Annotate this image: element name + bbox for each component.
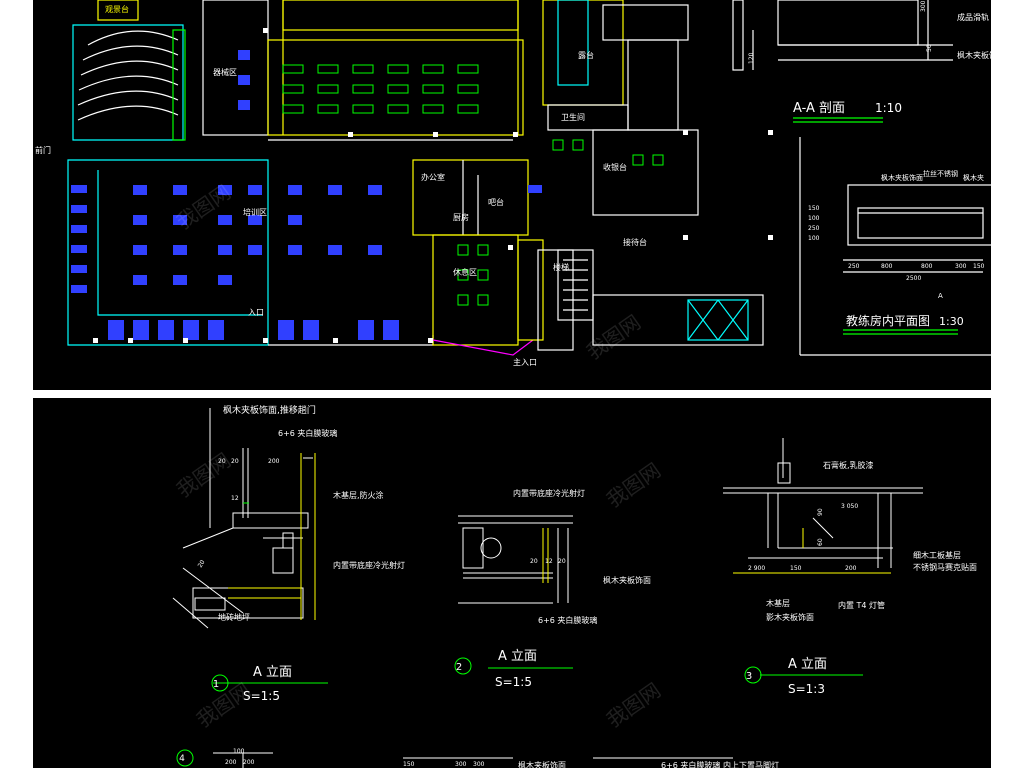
d4-label-1: 6+6 夹白膜玻璃 内上下置马脚灯 [661,760,779,768]
section-label-1: 枫木夹板饰面 [957,50,991,60]
d1-label-0: 枫木夹板饰面,推移趟门 [223,404,316,416]
d2-scale: S=1:5 [495,675,532,689]
plan-label-counter: 收银台 [603,162,627,172]
d1-dim-2: 200 [268,458,280,465]
d2-label-0: 内置带底座冷光射灯 [513,488,585,498]
section-dim-1: 50 [926,44,933,52]
small-dim-3: 300 [955,263,967,270]
plan-label-kitchen: 厨房 [453,212,469,222]
plan-label-training: 培训区 [243,207,267,217]
d1-dim-4: 20 [197,559,207,569]
section-title: A-A 剖面 [793,101,845,116]
watermark-4: 我图网 [602,458,665,512]
small-plan-title: 教练房内平面图 [846,313,930,328]
d4-dim-0: 100 [233,748,245,755]
d4-dim-5: 300 [473,761,485,768]
d3-title: A 立面 [788,657,827,672]
plan-label-reception: 接待台 [623,237,647,247]
d1-label-4: 地砖地坪 [218,612,250,622]
d2-dim-2: 20 [558,558,566,565]
d3-label-0: 石膏板,乳胶漆 [823,460,874,470]
d2-dim-0: 20 [530,558,538,565]
small-marker: A [938,292,943,300]
d4-number: 4 [179,754,185,764]
watermark-5: 我图网 [192,678,255,732]
d2-number: 2 [456,662,462,673]
plan-label-office: 办公室 [421,172,445,182]
d3-label-5: 内置 T4 灯管 [838,600,885,610]
d3-dim-1: 2 900 [748,565,765,572]
d3-dim-0: 3 050 [841,503,858,510]
d3-label-1: 细木工板基层 [913,550,961,560]
small-label-2: 枫木夹 [963,173,984,182]
d4-dim-2: 200 [243,759,255,766]
section-label-0: 成品滑轨 [957,12,989,22]
d3-number: 3 [746,671,752,682]
d1-dim-1: 20 [231,458,239,465]
small-dim-0: 250 [848,263,860,270]
d3-dim-3: 200 [845,565,857,572]
section-dim-2: 120 [748,52,755,64]
d1-scale: S=1:5 [243,689,280,703]
small-dim-1: 800 [881,263,893,270]
d1-label-2: 木基层,防火涂 [333,490,384,500]
watermark-6: 我图网 [602,678,665,732]
mid-dim-2: 250 [808,225,820,232]
d4-dim-4: 300 [455,761,467,768]
mid-dim-1: 100 [808,215,820,222]
d3-dim-4: 90 [817,508,824,516]
d3-label-2: 不锈钢马赛克贴面 [913,562,977,572]
d2-title: A 立面 [498,649,537,664]
d3-label-3: 木基层 [766,598,790,608]
d4-dim-1: 200 [225,759,237,766]
d1-title: A 立面 [253,665,292,680]
watermark-2: 我图网 [582,310,645,364]
d3-label-4: 影木夹板饰面 [766,612,814,622]
plan-label-entry-bottom: 入口 [248,308,264,317]
d1-dim-0: 20 [218,458,226,465]
watermark-3: 我图网 [172,448,235,502]
detail-drawing: 枫木夹板饰面,推移趟门 6+6 夹白膜玻璃 木基层,防火涂 内置带底座冷光射灯 … [172,404,977,768]
d3-scale: S=1:3 [788,682,825,696]
plan-label-left-door: 前门 [35,145,51,155]
section-scale: 1:10 [875,101,902,115]
d3-dim-5: 60 [817,538,824,546]
d2-label-2: 6+6 夹白膜玻璃 [538,615,597,625]
small-dim-2: 800 [921,263,933,270]
plan-label-stairs: 楼梯 [553,262,569,272]
plan-label-equipment-top: 器械区 [213,67,237,77]
d1-label-1: 6+6 夹白膜玻璃 [278,428,337,438]
plan-label-balcony: 观景台 [105,4,129,14]
d4-label-0: 枫木夹板饰面 [518,760,566,768]
d1-label-3: 内置带底座冷光射灯 [333,560,405,570]
mid-dim-3: 100 [808,235,820,242]
d3-dim-2: 150 [790,565,802,572]
d2-label-1: 枫木夹板饰面 [603,575,651,585]
plan-label-beverage: 吧台 [488,197,504,207]
floor-plan-drawing: 前门 观景台 办公室 吧台 露台 卫生间 楼梯 培训区 休息区 厨房 器械区 收… [35,0,991,367]
plan-label-main-entry: 主入口 [513,357,537,367]
floor-plan-panel: 前门 观景台 办公室 吧台 露台 卫生间 楼梯 培训区 休息区 厨房 器械区 收… [33,0,991,390]
small-plan-scale: 1:30 [939,315,964,328]
d1-dim-3: 12 [231,495,239,502]
d1-number: 1 [213,679,219,690]
plan-label-seating: 休息区 [453,267,477,277]
d2-dim-1: 12 [545,558,553,565]
plan-label-washroom: 卫生间 [561,112,585,122]
small-label-1: 拉丝不锈钢 [923,169,958,178]
detail-sections-panel: 枫木夹板饰面,推移趟门 6+6 夹白膜玻璃 木基层,防火涂 内置带底座冷光射灯 … [33,398,991,768]
small-dim-5: 2500 [906,275,921,282]
d4-dim-3: 150 [403,761,415,768]
plan-label-terrace: 露台 [578,50,594,60]
small-dim-4: 150 [973,263,985,270]
small-label-0: 枫木夹板饰面 [881,173,923,182]
section-dim-0: 300 [920,0,927,12]
mid-dim-0: 150 [808,205,820,212]
